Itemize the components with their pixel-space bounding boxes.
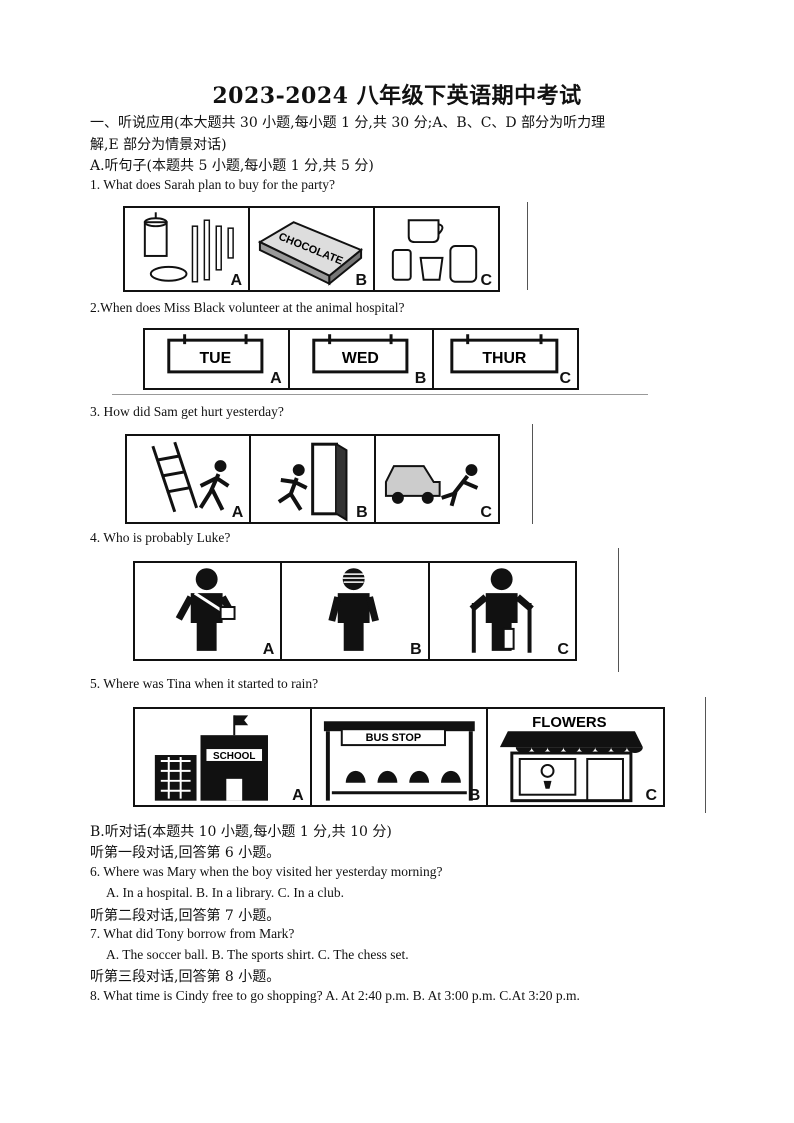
divider — [112, 394, 648, 395]
q4-option-c-picture: C — [430, 563, 575, 659]
question-1-pictures: A CHOCOLATE B C — [123, 206, 500, 292]
question-3: 3. How did Sam get hurt yesterday? — [90, 404, 284, 419]
question-5: 5. Where was Tina when it started to rai… — [90, 676, 319, 691]
dialogue-2-intro: 听第二段对话,回答第 7 小题。 — [90, 908, 281, 924]
question-7-options: A. The soccer ball. B. The sports shirt.… — [106, 947, 409, 962]
person-arm-sling-icon — [175, 568, 236, 651]
q4-option-b-letter: B — [410, 641, 422, 658]
calendar-icon: THUR — [450, 334, 559, 374]
calendar-icon: TUE — [167, 334, 264, 374]
q2-option-b-picture: WED B — [290, 330, 435, 388]
question-4-pictures: A B C — [133, 561, 577, 661]
part-a-heading: A.听句子(本题共 5 小题,每小题 1 分,共 5 分) — [90, 158, 374, 174]
q5-option-a-picture: SCHOOL A — [135, 709, 312, 805]
question-6-options: A. In a hospital. B. In a library. C. In… — [106, 885, 344, 900]
q2-day-a: TUE — [200, 350, 232, 367]
question-7: 7. What did Tony borrow from Mark? — [90, 926, 295, 941]
q5-option-b-letter: B — [468, 787, 481, 804]
question-4: 4. Who is probably Luke? — [90, 530, 231, 545]
q4-option-b-picture: B — [282, 563, 430, 659]
divider — [705, 697, 706, 813]
question-2: 2.When does Miss Black volunteer at the … — [90, 300, 405, 315]
q1-option-a-letter: A — [230, 272, 242, 289]
section-one-instruction-line1: 一、听说应用(本大题共 30 小题,每小题 1 分,共 30 分;A、B、C、D… — [90, 115, 606, 131]
divider — [532, 424, 533, 524]
q2-day-b: WED — [342, 350, 379, 367]
q3-option-c-picture: C — [376, 436, 498, 522]
question-2-pictures: TUE A WED B THUR C — [143, 328, 579, 390]
q4-option-c-letter: C — [557, 641, 569, 658]
dialogue-1-intro: 听第一段对话,回答第 6 小题。 — [90, 845, 281, 861]
q5-sign-flowers: FLOWERS — [533, 715, 607, 731]
running-into-door-icon — [278, 442, 348, 522]
person-crutches-icon — [469, 568, 534, 653]
q4-option-a-picture: A — [135, 563, 283, 659]
question-3-pictures: A B C — [125, 434, 500, 524]
q1-option-c-letter: C — [480, 272, 492, 289]
q5-sign-bus-stop: BUS STOP — [365, 732, 421, 744]
car-accident-icon — [384, 464, 478, 507]
q3-option-a-letter: A — [231, 504, 244, 521]
q5-option-b-picture: BUS STOP B — [312, 709, 489, 805]
candles-icon — [143, 212, 234, 283]
q5-option-c-letter: C — [645, 787, 658, 804]
q3-option-b-picture: B — [251, 436, 376, 522]
school-building-icon: SCHOOL — [154, 715, 268, 801]
dialogue-3-intro: 听第三段对话,回答第 8 小题。 — [90, 969, 281, 985]
q1-option-b-letter: B — [355, 272, 367, 289]
flower-shop-icon: FLOWERS — [500, 715, 644, 803]
divider — [527, 202, 528, 290]
question-1: 1. What does Sarah plan to buy for the p… — [90, 177, 335, 192]
q5-option-a-letter: A — [292, 787, 304, 804]
q2-day-c: THUR — [483, 350, 528, 367]
calendar-icon: WED — [311, 334, 409, 374]
q3-option-c-letter: C — [480, 504, 492, 521]
question-5-pictures: SCHOOL A BUS STOP B FLOWERS — [133, 707, 665, 807]
q2-option-a-picture: TUE A — [145, 330, 290, 388]
q1-option-c-picture: C — [375, 208, 498, 290]
q4-option-a-letter: A — [262, 641, 275, 658]
q3-option-b-letter: B — [356, 504, 368, 521]
exam-title: 2023-2024 八年级下英语期中考试 — [212, 83, 582, 109]
q2-option-b-letter: B — [414, 370, 427, 387]
q2-option-a-letter: A — [270, 370, 282, 387]
q2-option-c-letter: C — [559, 370, 572, 387]
q5-sign-school: SCHOOL — [213, 751, 255, 762]
q1-option-a-picture: A — [125, 208, 250, 290]
q3-option-a-picture: A — [127, 436, 252, 522]
falling-ladder-icon — [151, 441, 230, 513]
bus-stop-icon: BUS STOP — [323, 721, 475, 801]
q1-option-b-picture: CHOCOLATE B — [250, 208, 375, 290]
part-b-heading: B.听对话(本题共 10 小题,每小题 1 分,共 10 分) — [90, 824, 392, 840]
question-8: 8. What time is Cindy free to go shoppin… — [90, 988, 580, 1003]
q5-option-c-picture: FLOWERS C — [488, 709, 663, 805]
q2-option-c-picture: THUR C — [434, 330, 577, 388]
person-head-bandage-icon — [328, 568, 380, 651]
cups-icon — [391, 219, 478, 283]
divider — [618, 548, 619, 672]
chocolate-box-icon: CHOCOLATE — [257, 221, 364, 286]
section-one-instruction-line2: 解,E 部分为情景对话) — [90, 137, 227, 153]
question-6: 6. Where was Mary when the boy visited h… — [90, 864, 443, 879]
